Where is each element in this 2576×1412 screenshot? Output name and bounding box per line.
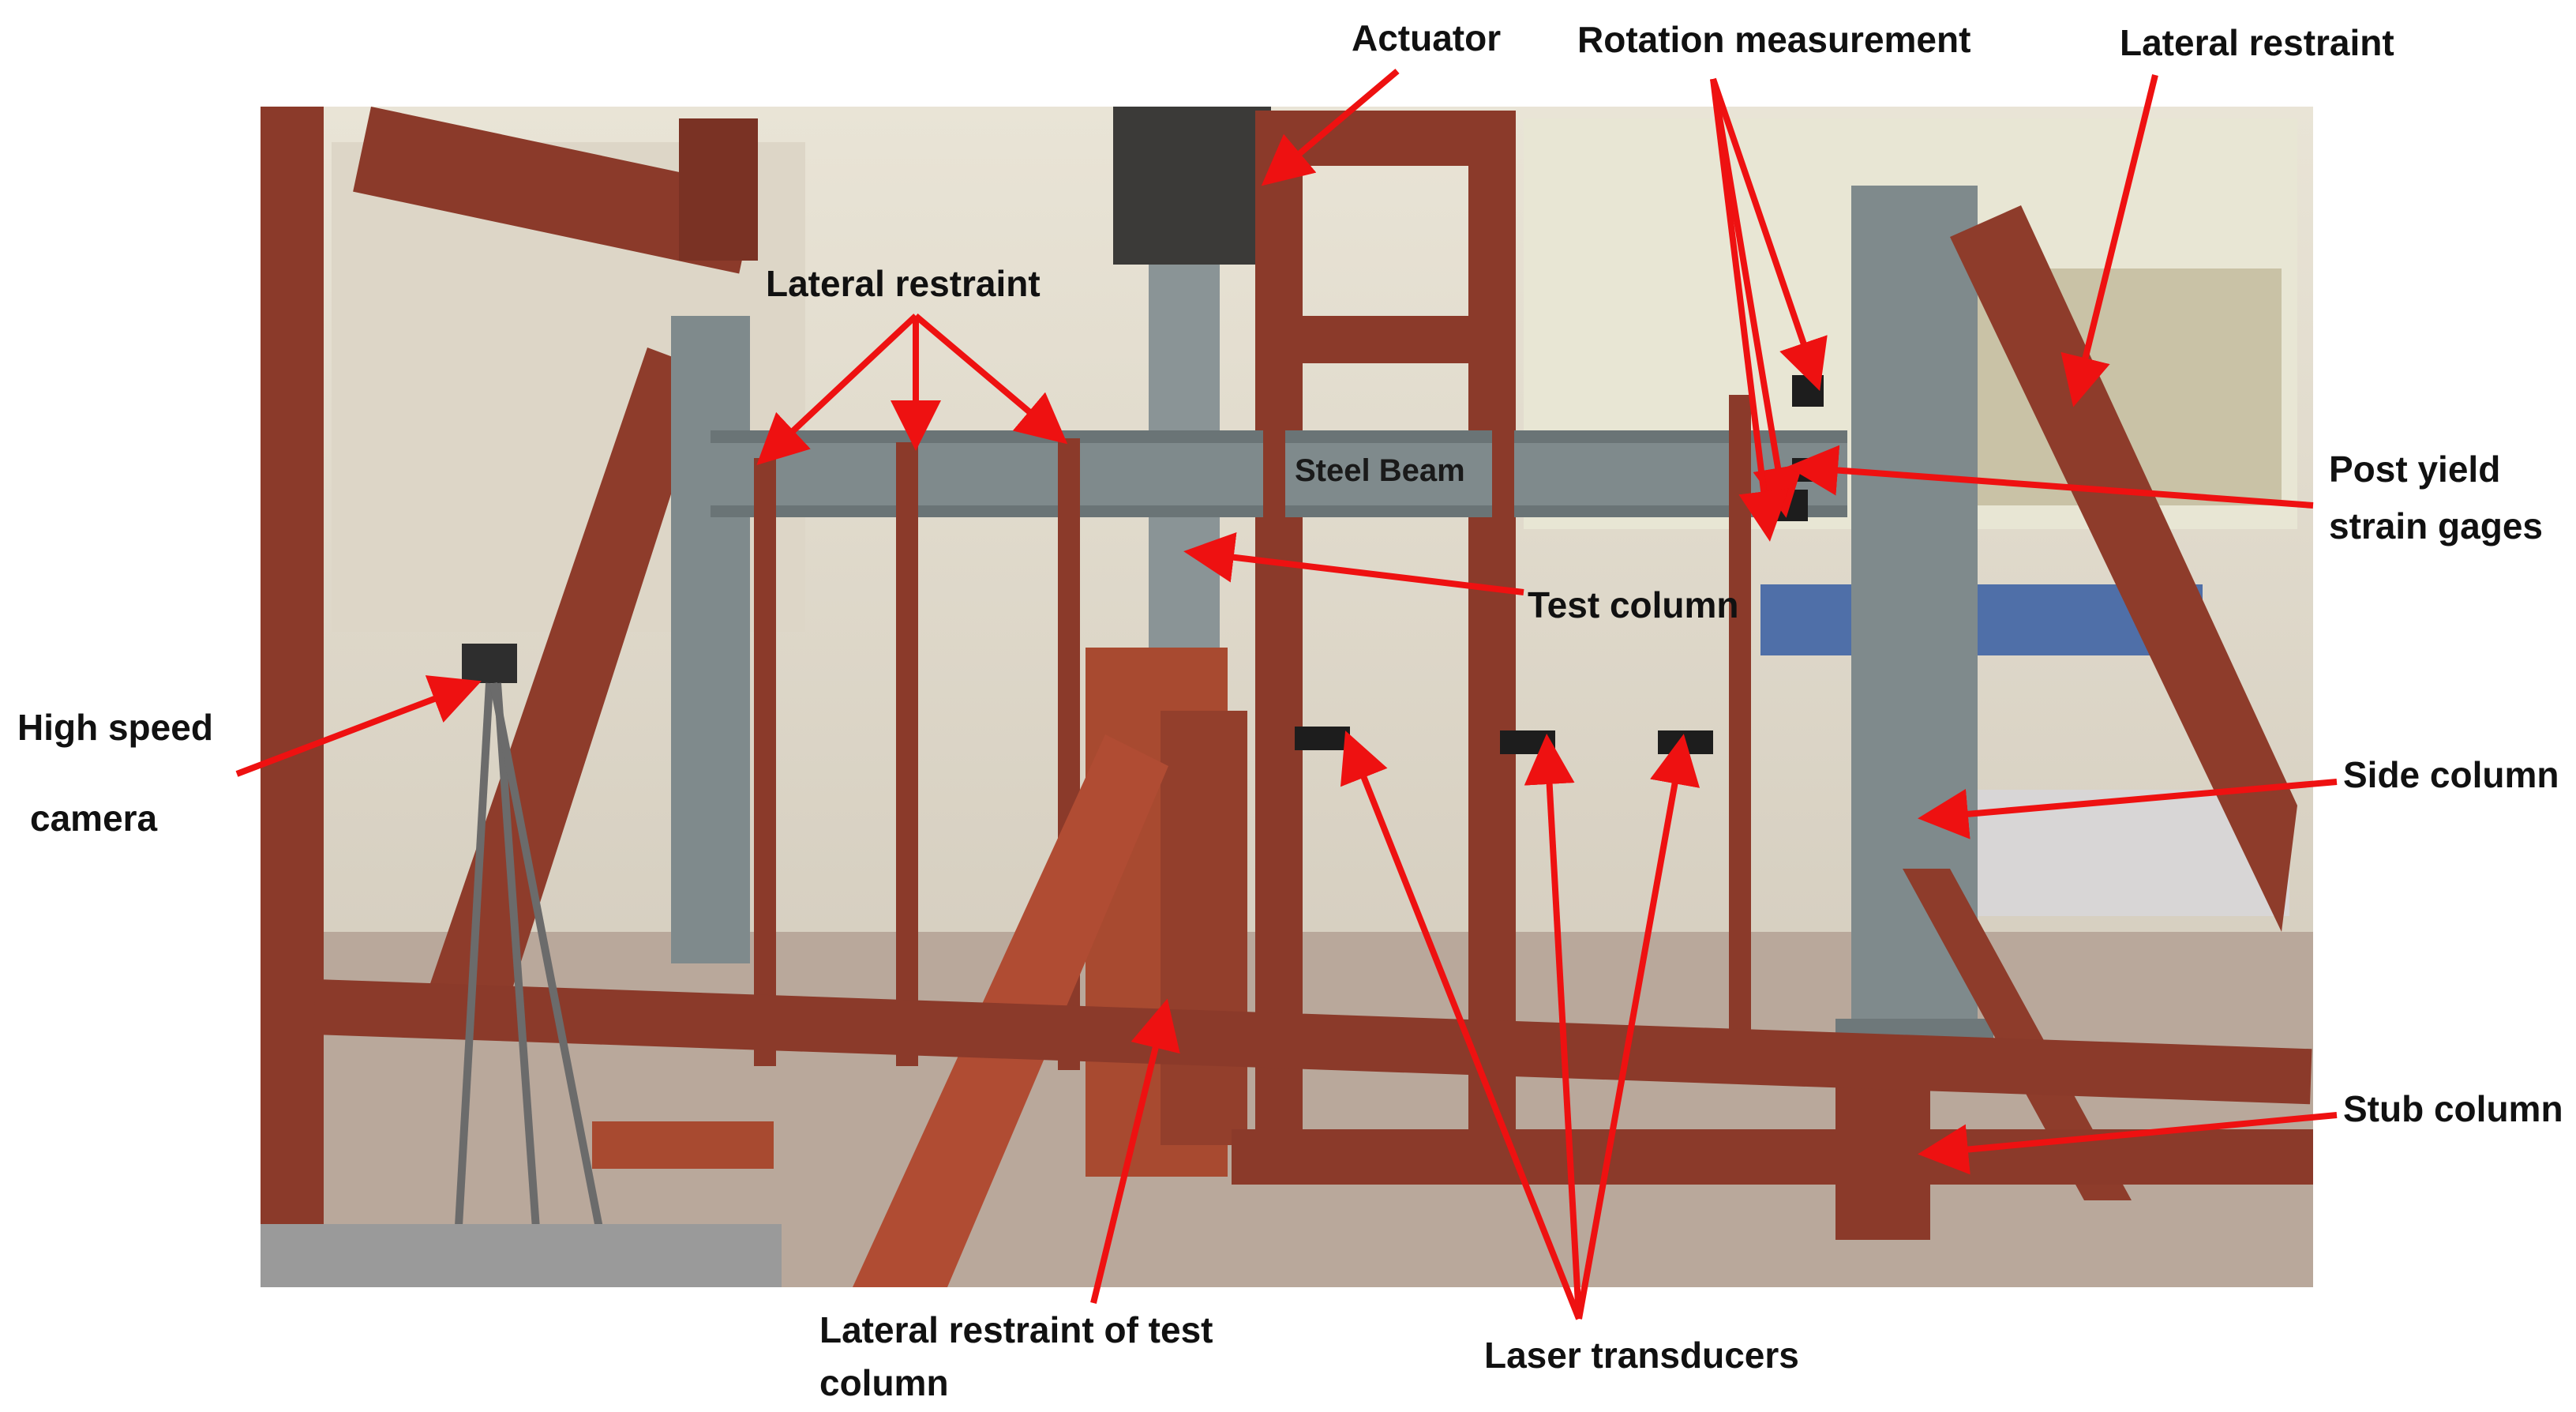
arrow-high-speed — [235, 675, 482, 777]
arrow-rotation-3 — [1710, 78, 1789, 542]
label-steel-beam: Steel Beam — [1295, 453, 1465, 488]
arrow-actuator — [1261, 68, 1400, 186]
label-post-yield-line2: strain gages — [2329, 505, 2543, 546]
arrow-laser-3 — [1576, 734, 1700, 1320]
label-lateral-restraint-test-col-line1: Lateral restraint of test — [819, 1309, 1213, 1350]
arrow-post-yield — [1787, 445, 2314, 509]
arrow-laser-2 — [1524, 734, 1582, 1320]
arrow-lateral-beam-1 — [756, 314, 918, 465]
arrow-laser-1 — [1340, 730, 1582, 1320]
label-lateral-restraint-test-col-line2: column — [819, 1362, 949, 1403]
arrow-lateral-beam-3 — [913, 313, 1068, 445]
label-stub-column: Stub column — [2343, 1088, 2563, 1129]
label-actuator: Actuator — [1352, 17, 1502, 58]
arrow-stub-column — [1918, 1112, 2338, 1175]
annotation-arrows — [235, 68, 2338, 1320]
label-laser-transducers: Laser transducers — [1484, 1335, 1799, 1376]
arrow-rotation-1 — [1710, 77, 1828, 392]
label-lateral-restraint-beam: Lateral restraint — [766, 263, 1041, 304]
label-high-speed-line1: High speed — [17, 707, 213, 748]
arrow-side-column — [1918, 779, 2338, 839]
label-lateral-restraint-top-right: Lateral restraint — [2120, 22, 2394, 63]
label-high-speed-line2: camera — [30, 798, 158, 839]
label-rotation-measurement: Rotation measurement — [1577, 19, 1971, 60]
label-side-column: Side column — [2343, 754, 2559, 795]
label-post-yield-line1: Post yield — [2329, 449, 2501, 490]
label-test-column: Test column — [1528, 584, 1739, 625]
photo — [261, 107, 2313, 1287]
arrow-lateral-top-right — [2060, 74, 2158, 407]
arrow-test-column — [1183, 531, 1524, 595]
arrow-lateral-test-col — [1090, 998, 1180, 1304]
